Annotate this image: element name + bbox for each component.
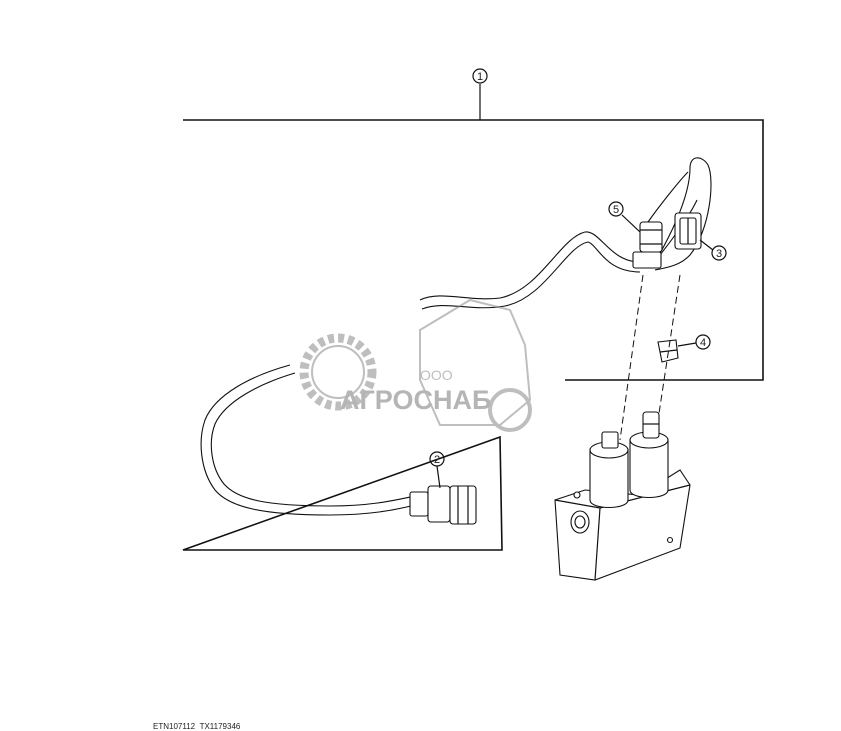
connector-3 [674,212,702,250]
callout-4-label: 4 [700,337,706,349]
callout-5: 5 [608,201,641,233]
watermark-logo: ООО АГРОСНАБ [299,298,532,432]
connector-2 [409,485,477,525]
callout-4: 4 [677,334,711,350]
watermark-prefix: ООО [420,367,453,383]
harness-frame [182,119,764,551]
callout-1-label: 1 [477,71,483,83]
assembly-line-right [657,274,681,421]
callout-3-label: 3 [716,248,722,260]
figure-footer: ETN107112 TX1179346 [153,723,240,731]
callout-1: 1 [472,68,488,120]
seal-4 [657,339,679,363]
assembly-line-left [619,274,644,441]
watermark-name: АГРОСНАБ [340,385,491,415]
callout-2-label: 2 [434,454,440,466]
callout-2: 2 [429,451,445,489]
valve-block [554,411,691,581]
reference-code: TX1179346 [199,722,241,731]
connector-5 [632,221,663,269]
callout-5-label: 5 [613,204,619,216]
callout-3: 3 [699,239,727,261]
figure-code: ETN107112 [153,722,196,731]
